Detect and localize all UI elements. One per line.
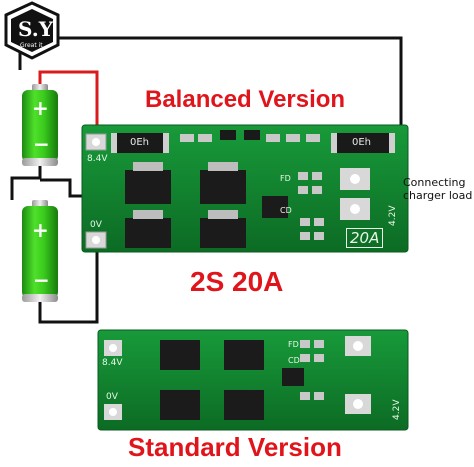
battery-lower (22, 200, 58, 302)
top-resistor-b: 0Eh (352, 137, 372, 148)
title-balanced: Balanced Version (145, 86, 346, 113)
wire-black-bottom (38, 240, 99, 324)
battery-upper-minus: − (33, 132, 50, 156)
battery-upper-plus: + (32, 96, 49, 120)
bottom-label-cd: CD (288, 356, 300, 365)
top-label-42v: 4.2V (388, 205, 398, 226)
brand-logo (4, 1, 60, 60)
wire-red (38, 70, 99, 135)
annotation-line1: Connecting (403, 176, 466, 189)
annotation-label: Connecting charger load (403, 176, 472, 202)
pcb-balanced (81, 124, 409, 253)
top-label-cd: CD (280, 206, 292, 215)
top-resistor-a: 0Eh (130, 137, 150, 148)
battery-upper (22, 84, 58, 166)
title-standard: Standard Version (128, 432, 342, 462)
bottom-label-84v: 8.4V (102, 358, 123, 368)
logo-letters: S.Y (18, 17, 53, 41)
top-label-20a: 20A (346, 228, 384, 248)
battery-lower-minus: − (33, 268, 50, 292)
title-model: 2S 20A (190, 266, 284, 297)
bottom-label-0v: 0V (106, 392, 118, 402)
annotation-line2: charger load (403, 189, 473, 202)
bottom-label-fd: FD (288, 340, 299, 349)
top-label-fd: FD (280, 174, 291, 183)
pcb-standard (97, 329, 409, 431)
bottom-label-42v: 4.2V (392, 399, 402, 420)
wire-black-top (18, 36, 403, 190)
battery-lower-plus: + (32, 218, 49, 242)
wire-black-mid (40, 178, 83, 198)
logo-tagline: Great it (20, 42, 43, 49)
wire-black-left (10, 160, 42, 200)
top-label-0v: 0V (90, 220, 102, 230)
top-label-84v: 8.4V (87, 154, 108, 164)
